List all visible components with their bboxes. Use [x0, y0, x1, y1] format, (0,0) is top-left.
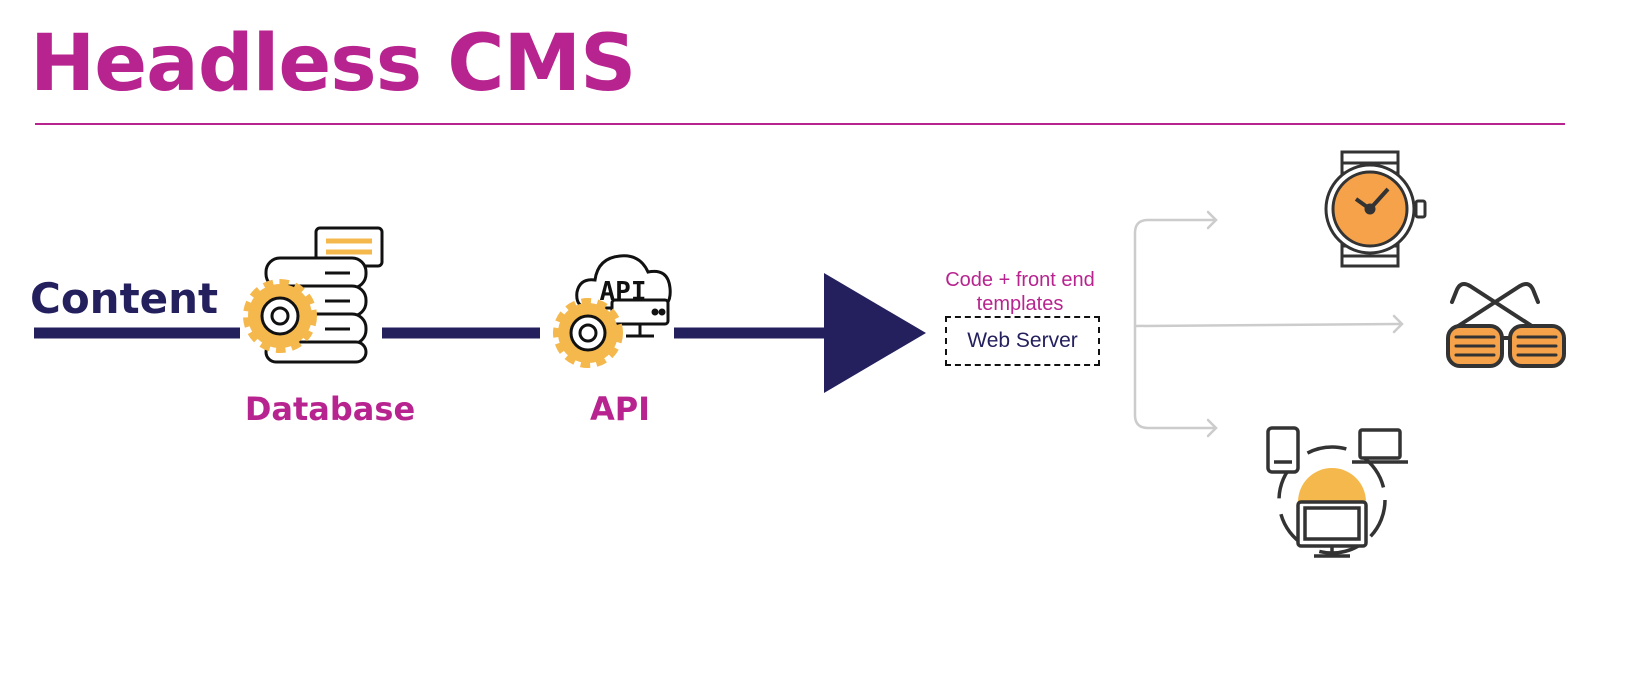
- database-label: Database: [244, 390, 416, 428]
- multi-device-icon: [1266, 426, 1408, 558]
- web-server-box: Web Server: [945, 316, 1100, 366]
- title-divider: [35, 123, 1565, 125]
- flow-arrowhead: [824, 273, 926, 393]
- smartwatch-icon: [1324, 150, 1427, 268]
- database-gear-icon: [243, 226, 384, 364]
- smart-glasses-icon: [1446, 282, 1566, 368]
- content-label: Content: [30, 274, 219, 323]
- api-label: API: [589, 390, 651, 428]
- api-cloud-gear-icon: API: [553, 254, 672, 368]
- device-connectors: [1133, 210, 1404, 438]
- web-server-caption: Code + front end templates: [945, 269, 1095, 315]
- web-server-label: Web Server: [967, 329, 1078, 352]
- page-title: Headless CMS: [30, 19, 636, 109]
